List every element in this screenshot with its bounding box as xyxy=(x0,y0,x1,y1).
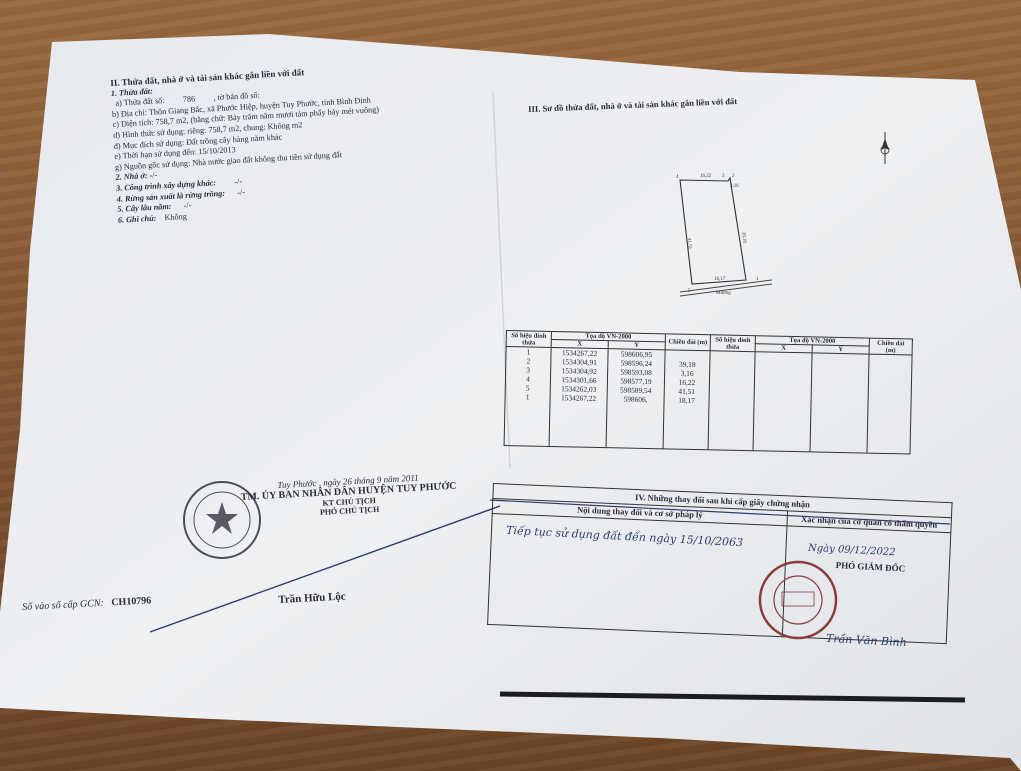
sketch-p5: 5 xyxy=(688,289,691,294)
parcel-sketch: 4 16,22 3 2 3,16 41,51 39,18 18,17 5 1 M… xyxy=(676,174,773,297)
north-arrow-icon xyxy=(880,132,890,164)
strike-line-left xyxy=(149,505,501,633)
bottom-rule xyxy=(499,691,966,703)
sketch-canal-label: Mương xyxy=(716,291,731,296)
sketch-top-short: 3,16 xyxy=(730,184,739,189)
sketch-left-length: 41,51 xyxy=(686,238,692,250)
ubnd-stamp-icon xyxy=(183,481,261,559)
canal-line xyxy=(679,279,773,293)
sketch-right-length: 39,18 xyxy=(740,232,747,244)
sketch-p2: 2 xyxy=(732,174,735,179)
strike-line-right xyxy=(489,499,951,525)
parcel-outline xyxy=(679,176,747,285)
sketch-bottom-length: 18,17 xyxy=(714,277,726,282)
district-stamp-icon xyxy=(758,560,838,640)
sketch-p1: 1 xyxy=(756,277,759,282)
sketch-top-length: 16,22 xyxy=(700,174,712,179)
sketch-p4: 4 xyxy=(676,175,679,180)
sketch-p3: 3 xyxy=(722,174,725,179)
